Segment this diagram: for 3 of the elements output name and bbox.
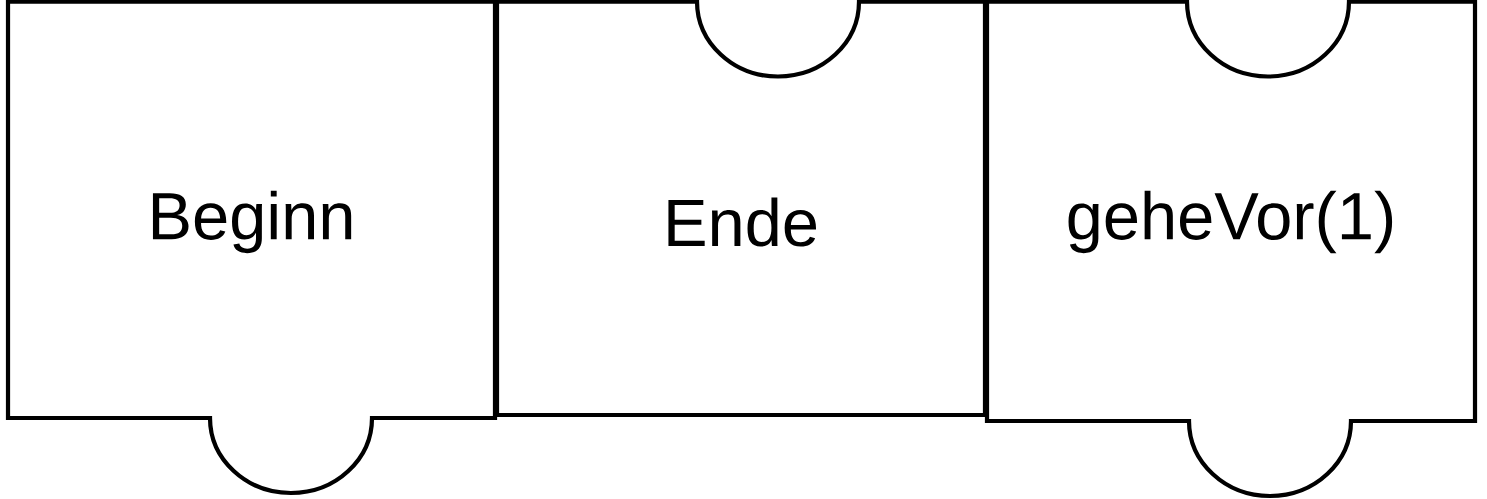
puzzle-piece: Ende: [494, 0, 988, 418]
puzzle-piece: geheVor(1): [984, 0, 1478, 499]
puzzle-piece: Beginn: [5, 0, 498, 496]
